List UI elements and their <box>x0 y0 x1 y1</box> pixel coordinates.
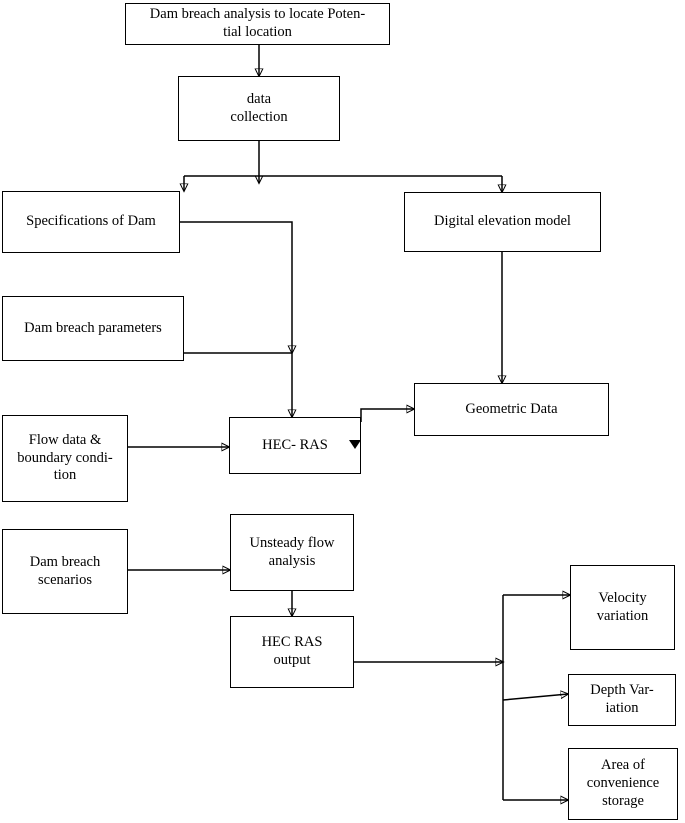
node-label: HEC- RAS <box>262 436 328 453</box>
node-dam-breach-parameters[interactable]: Dam breach parameters <box>2 296 184 361</box>
node-geometric-data[interactable]: Geometric Data <box>414 383 609 436</box>
connector-specifications-to-hecras-trunk <box>180 221 292 353</box>
node-label: Depth Var- iation <box>590 682 654 716</box>
node-label: Dam breach parameters <box>24 319 162 336</box>
node-label: Dam breach analysis to locate Poten- tia… <box>149 6 366 40</box>
node-velocity-variation[interactable]: Velocity variation <box>570 565 675 650</box>
node-dam-breach-scenarios[interactable]: Dam breach scenarios <box>2 529 128 614</box>
node-label: Unsteady flow analysis <box>249 534 335 569</box>
node-flow-data-boundary-condition[interactable]: Flow data & boundary condi- tion <box>2 415 128 502</box>
connector-bus-to-depth <box>502 694 568 701</box>
node-label: Specifications of Dam <box>26 213 156 230</box>
caret-down-icon <box>349 440 361 449</box>
node-label: Area of convenience storage <box>586 757 660 809</box>
node-label: Flow data & boundary condi- tion <box>17 431 113 484</box>
node-label: Dam breach scenarios <box>29 553 101 588</box>
node-label: Velocity variation <box>596 589 649 624</box>
node-hec-ras[interactable]: HEC- RAS <box>229 417 361 474</box>
node-dam-breach-analysis[interactable]: Dam breach analysis to locate Poten- tia… <box>125 3 390 45</box>
node-label: HEC RAS output <box>261 634 323 668</box>
connector-hecras-to-geometric <box>360 409 414 422</box>
node-depth-variation[interactable]: Depth Var- iation <box>568 674 676 726</box>
node-digital-elevation-model[interactable]: Digital elevation model <box>404 192 601 252</box>
node-hec-ras-output[interactable]: HEC RAS output <box>230 616 354 688</box>
node-label: Digital elevation model <box>434 213 571 230</box>
node-label: data collection <box>230 90 288 125</box>
node-unsteady-flow-analysis[interactable]: Unsteady flow analysis <box>230 514 354 591</box>
node-data-collection[interactable]: data collection <box>178 76 340 141</box>
node-area-of-convenience-storage[interactable]: Area of convenience storage <box>568 748 678 820</box>
node-specifications-of-dam[interactable]: Specifications of Dam <box>2 191 180 253</box>
node-label: Geometric Data <box>465 400 558 417</box>
